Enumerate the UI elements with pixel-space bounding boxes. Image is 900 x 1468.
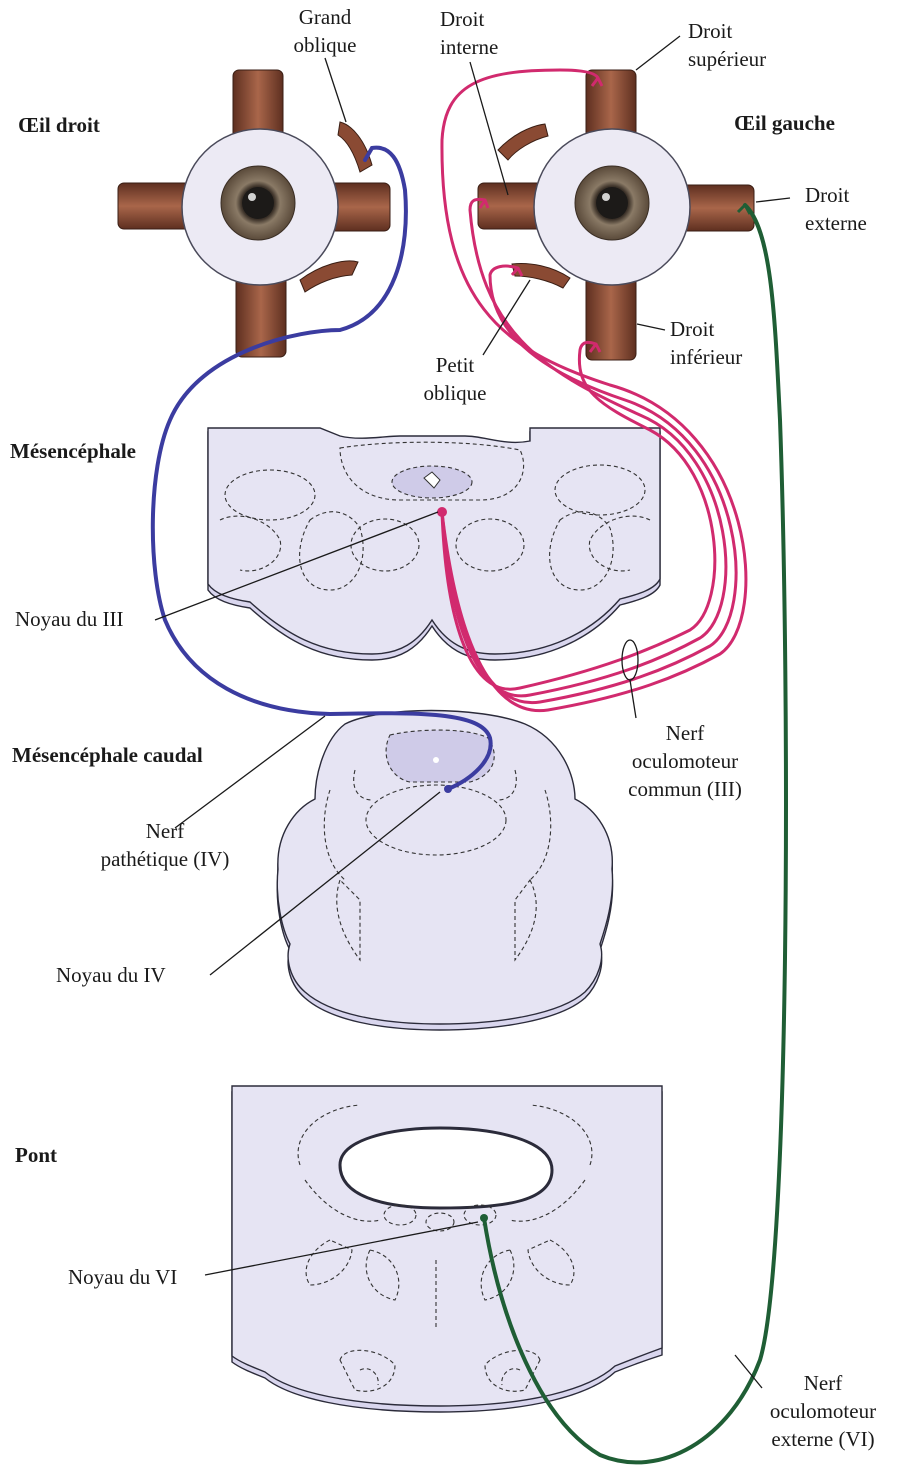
- midbrain-section: [208, 428, 660, 660]
- lateral-rectus-label-2: externe: [805, 210, 867, 237]
- right-eye: [118, 70, 390, 357]
- medial-rectus-label-2: interne: [440, 34, 498, 61]
- pons-label: Pont: [15, 1142, 57, 1169]
- inferior-oblique-label-1: Petit: [410, 352, 500, 379]
- trochlear-nerve-label-1: Nerf: [70, 818, 260, 845]
- nucleus-iv-label: Noyau du IV: [56, 962, 166, 989]
- superior-rectus-label-2: supérieur: [688, 46, 766, 73]
- abducens-nerve-label-2: oculomoteur: [748, 1398, 898, 1425]
- oculomotor-nerve-label-1: Nerf: [600, 720, 770, 747]
- abducens-nucleus-dot: [480, 1214, 488, 1222]
- superior-rectus-label-1: Droit: [688, 18, 732, 45]
- caudal-midbrain-section: [277, 711, 612, 1031]
- right-eye-superior-oblique: [338, 122, 372, 172]
- eye-left-label: Œil gauche: [734, 110, 835, 137]
- nucleus-iii-label: Noyau du III: [15, 606, 123, 633]
- abducens-nerve-label-1: Nerf: [748, 1370, 898, 1397]
- right-eye-pupil: [242, 187, 274, 219]
- lateral-rectus-label-1: Droit: [805, 182, 849, 209]
- inferior-oblique-label-2: oblique: [410, 380, 500, 407]
- caudal-midbrain-label: Mésencéphale caudal: [12, 742, 203, 769]
- left-eye-pupil: [596, 187, 628, 219]
- left-eye-superior-oblique: [498, 124, 548, 160]
- right-eye-highlight: [248, 193, 256, 201]
- left-eye-highlight: [602, 193, 610, 201]
- inferior-rectus-label-1: Droit: [670, 316, 714, 343]
- midbrain-label: Mésencéphale: [10, 438, 136, 465]
- abducens-nerve-label-3: externe (VI): [748, 1426, 898, 1453]
- inferior-rectus-label-2: inférieur: [670, 344, 742, 371]
- oculomotor-nucleus-dot: [437, 507, 447, 517]
- eye-right-label: Œil droit: [18, 112, 100, 139]
- oculomotor-nerve-ring: [622, 640, 638, 680]
- nucleus-vi-label: Noyau du VI: [68, 1264, 177, 1291]
- pons-section: [232, 1086, 662, 1412]
- medial-rectus-label-1: Droit: [440, 6, 484, 33]
- oculomotor-nerve-label-3: commun (III): [600, 776, 770, 803]
- superior-oblique-label-2: oblique: [285, 32, 365, 59]
- trochlear-nucleus-dot: [444, 785, 452, 793]
- oculomotor-nerve-label-2: oculomoteur: [600, 748, 770, 775]
- trochlear-nerve-label-2: pathétique (IV): [70, 846, 260, 873]
- superior-oblique-label-1: Grand: [285, 4, 365, 31]
